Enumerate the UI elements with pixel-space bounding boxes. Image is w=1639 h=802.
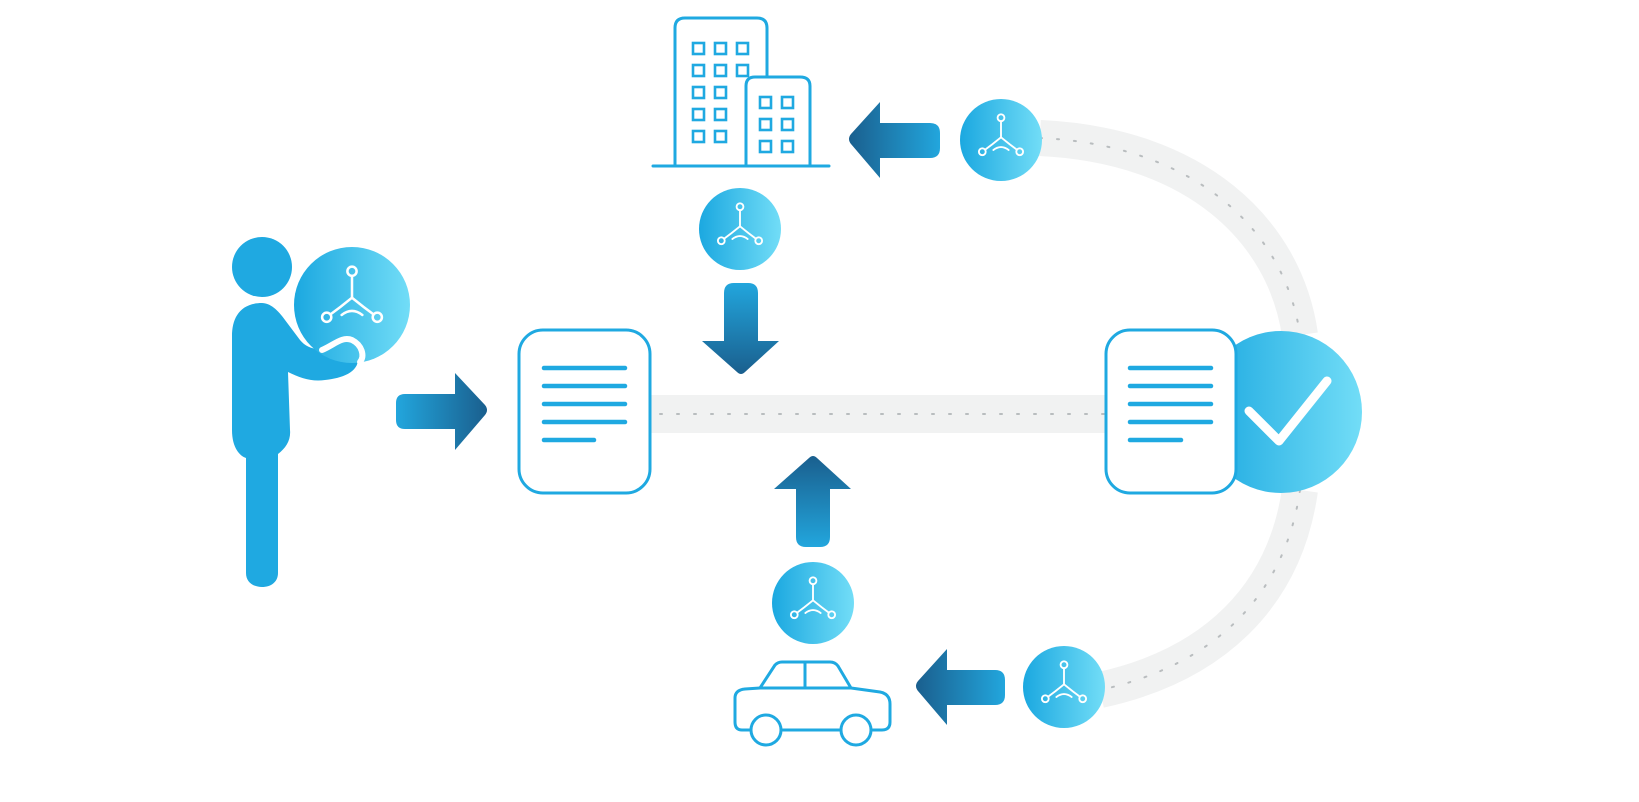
arrow-left-icon	[849, 102, 940, 178]
token-person	[294, 247, 410, 365]
document-submitted	[517, 328, 652, 495]
token-vehicle	[772, 562, 854, 644]
token-top-right	[960, 99, 1042, 181]
verified-check	[1200, 331, 1362, 493]
arrow-right-icon	[396, 373, 487, 450]
office-building-icon	[651, 16, 831, 168]
car-icon	[733, 660, 892, 747]
document-verified	[1104, 328, 1238, 495]
person-icon	[232, 237, 359, 587]
lower-curved-track	[1096, 487, 1318, 708]
track-group	[650, 120, 1318, 708]
token-building	[699, 188, 781, 270]
arrow-down-icon	[702, 283, 779, 374]
arrow-left-icon	[916, 649, 1005, 725]
upper-curved-track	[1039, 120, 1318, 338]
token-bottom-right	[1023, 646, 1105, 728]
arrow-up-icon	[774, 456, 851, 547]
